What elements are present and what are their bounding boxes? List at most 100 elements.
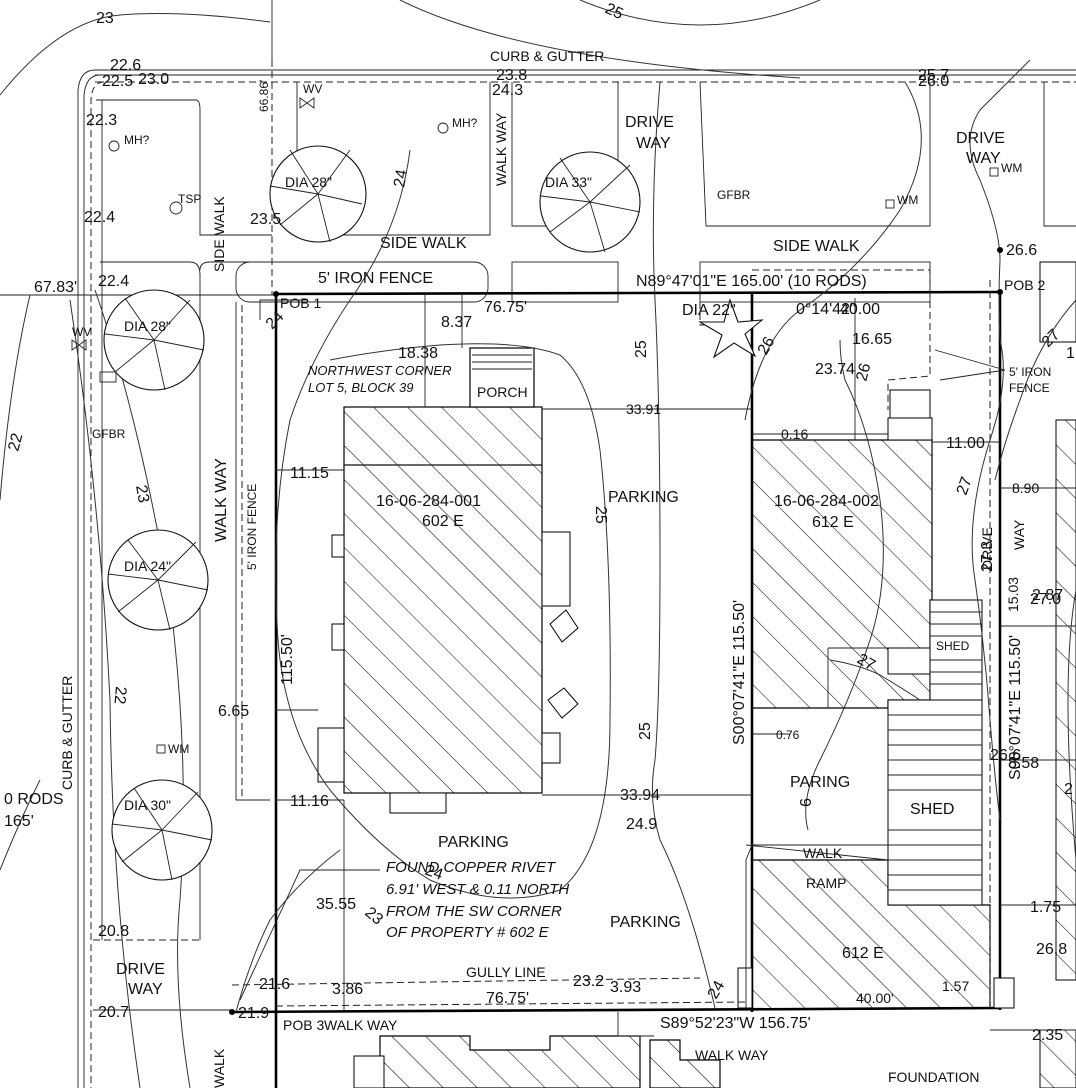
signal-pole-icon [169,201,183,215]
walk-way-label: WALK WAY [493,112,509,186]
dimension-labels: 8.37 76.75' 18.38 33.91 11.15 6.65 11.16… [218,299,1063,1044]
copper-rivet-note: OF PROPERTY # 602 E [386,924,550,941]
parking-label: PARKING [438,834,509,851]
note-labels: NORTHWEST CORNER LOT 5, BLOCK 39 FOUND C… [308,363,569,941]
tree-3 [103,289,205,391]
manhole-label: MH? [124,133,150,147]
dim-label: 8.37 [441,314,472,331]
pob3-label: POB 3 [283,1017,324,1033]
drive-way-label: WAY [636,135,671,152]
elevation: 23.0 [138,71,169,88]
contour-label: 25 [602,0,625,23]
tree-5 [111,779,213,881]
rods-label: 0 RODS [4,791,64,808]
walk-label: WALK [803,845,843,861]
elevation: 26.8 [1036,941,1067,958]
street-labels: CURB & GUTTER CURB & GUTTER SIDE WALK SI… [59,48,1027,1088]
signal-pole-label: TSP [178,192,201,206]
walk-way-label: WALK WAY [213,458,230,542]
elevation: 27.0 [1030,591,1061,608]
angle-label: 0°14'42" [796,301,856,318]
water-valve-label: WV [72,325,91,339]
bearing-labels: N89°47'01"E 165.00' (10 RODS) S89°52'23"… [4,80,1024,1032]
dim-label: 3.93 [610,979,641,996]
parking-label: PARKING [608,489,679,506]
contour-label: 26 [755,334,779,358]
dim-label: 2.87 [1032,587,1063,604]
contour-label: 27 [854,651,878,675]
fence-labels: 5' IRON FENCE 5' IRON FENCE 5' IRON FENC… [245,270,1051,570]
parking-label: PARKING [610,914,681,931]
ramp-label: RAMP [806,875,846,891]
manhole-icon [437,122,449,134]
dim-label: 1.75 [1030,899,1061,916]
way-label: WAY [1011,519,1027,550]
foundation-label: FOUNDATION [888,1069,980,1085]
dim-label: 35.55 [316,896,356,913]
elevation: 24.9 [626,816,657,833]
water-meter-icon [156,744,166,754]
walk-way-label: WALK WAY [324,1017,398,1033]
elevation: 23 [96,10,114,27]
northwest-corner-note: LOT 5, BLOCK 39 [308,380,414,395]
porch [469,347,535,408]
contour-label: 24 [391,168,411,189]
contour-label: 1 [1066,345,1075,362]
dim-label: 18.38 [398,345,438,362]
contour-label: 24 [263,308,288,333]
contour-label: 25 [637,722,654,740]
elevation: 22.6 [110,57,141,74]
west-distance: 115.50' [279,634,296,685]
distance-label: 66.86' [257,80,271,112]
contour-label: 23 [361,904,386,929]
elevation: 23.5 [250,211,281,228]
contour-label: 25 [592,506,609,524]
parcel-address: 602 E [422,513,464,530]
shed-2 [887,699,983,906]
north-bearing: N89°47'01"E 165.00' (10 RODS) [636,273,867,290]
utility-symbols [71,97,1003,1015]
dim-label: 16.65 [852,331,892,348]
elevation: 20.8 [98,923,129,940]
tree-2 [539,151,641,253]
shed-label: SHED [910,801,954,818]
tree-diameter: DIA 30" [124,797,171,813]
walk-label: WALK [211,1048,227,1088]
water-meter-label: WM [897,193,918,207]
feature-labels: PORCH PARKING PARKING PARKING PARING SHE… [92,188,980,1085]
contour-label: 9 [796,798,813,807]
water-valve-icon [71,339,87,351]
walk-way-label: WALK WAY [695,1047,769,1063]
parcel-address: 612 E [812,514,854,531]
contour-label: 27 [954,475,976,498]
pob1-label: POB 1 [280,295,321,311]
dim-label: 11.00 [946,435,985,452]
curb-gutter-top-label: CURB & GUTTER [490,48,604,64]
side-walk-label: SIDE WALK [773,238,860,255]
drive-way-label: DRIVE [956,130,1005,147]
dim-label: 8.90 [1012,480,1039,496]
elevation: 22.4 [84,209,115,226]
distance-label: 67.83' [34,279,77,296]
tree-labels: DIA 28" DIA 33" DIA 28" DIA 24" DIA 30" … [124,174,736,813]
iron-fence-label: 5' IRON [1009,365,1051,379]
dim-label: 76.75' [486,990,529,1007]
parcel-labels: 16-06-284-001 602 E 16-06-284-002 612 E … [376,493,884,962]
tree-diameter: DIA 28" [285,174,332,190]
water-valve-label: WV [303,82,322,96]
northwest-corner-note: NORTHWEST CORNER [308,363,451,378]
contour-label: 26 [853,361,874,383]
tree-diameter: DIA 33" [545,174,592,190]
contour-label: 2 [1064,781,1073,798]
utility-labels: MH? MH? TSP WV WV WM WM WM [72,82,1022,756]
gully-line-label: GULLY LINE [466,964,546,980]
elevation: 26.6 [990,747,1021,764]
contour-label: 22 [110,686,128,705]
distance-label: 165' [4,813,34,830]
tree-diameter: DIA 28" [124,318,171,334]
water-meter-label: WM [168,742,189,756]
copper-rivet-note: FOUND COPPER RIVET [386,859,557,876]
light-box-icon [99,371,117,383]
dim-label: 76.75' [484,299,527,316]
